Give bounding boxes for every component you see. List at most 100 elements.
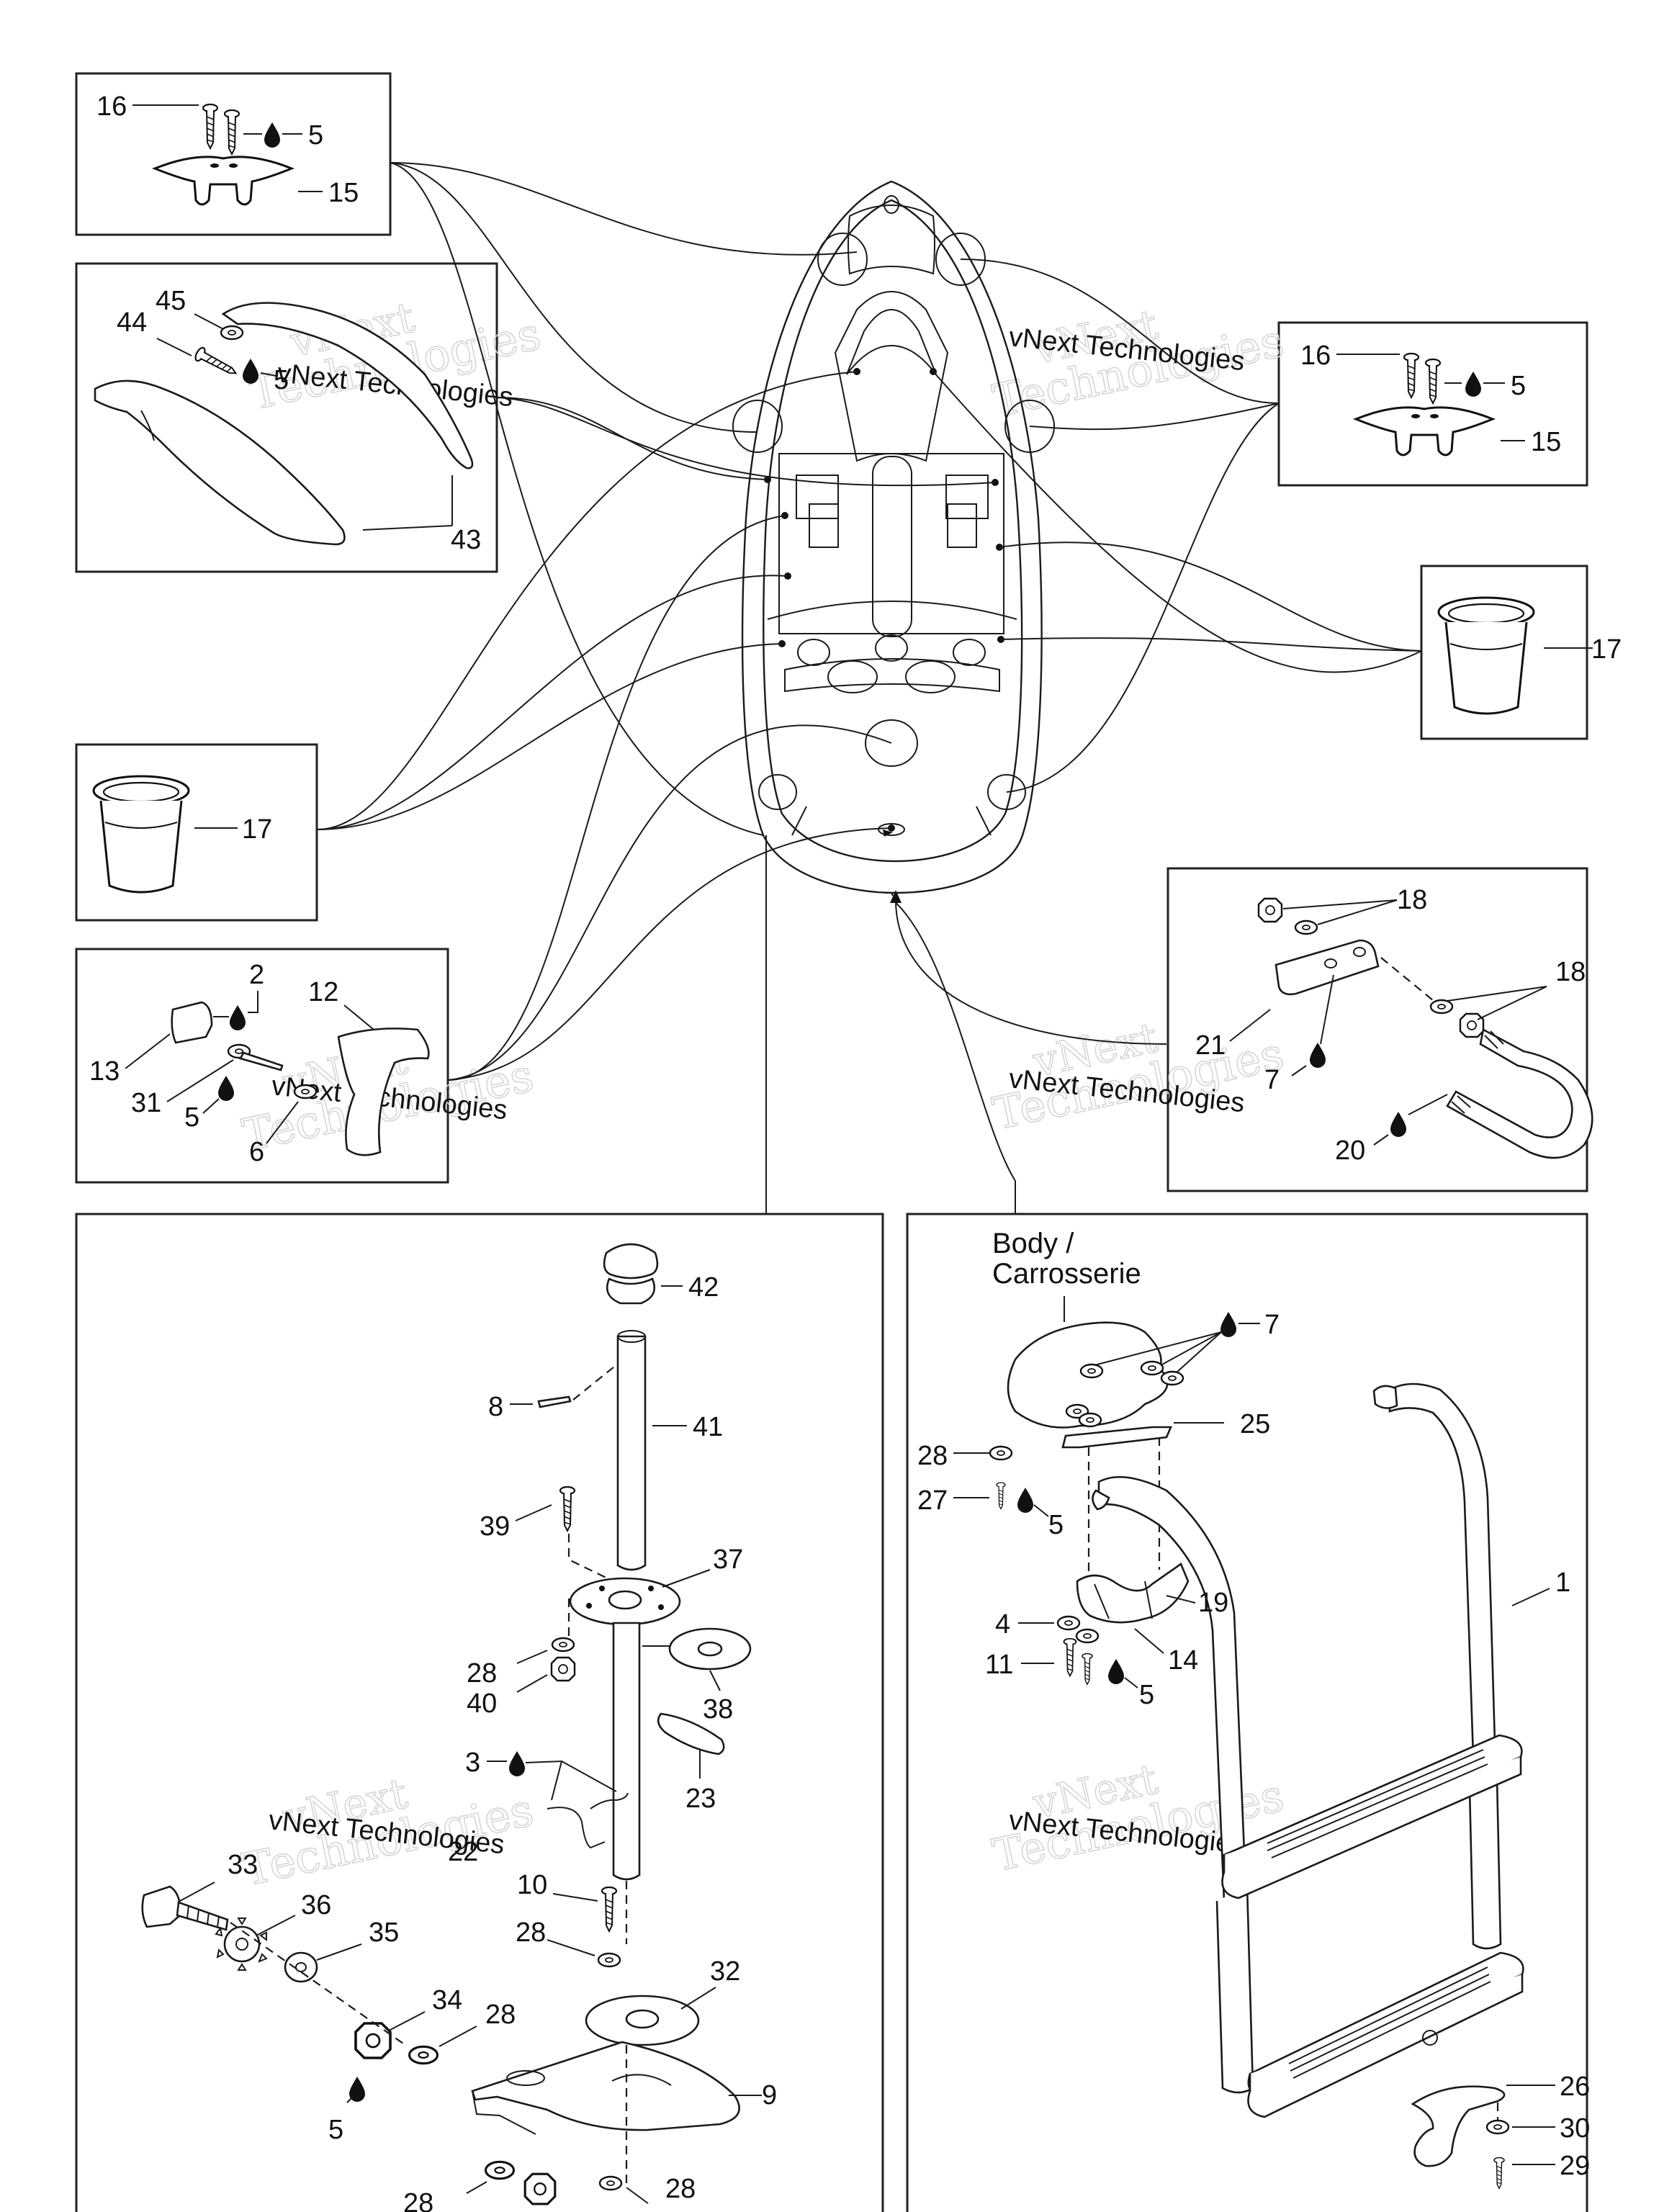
screw-16-b [223, 109, 240, 156]
box-ubolt [1166, 867, 1588, 1192]
callout-5: 5 [184, 1102, 199, 1133]
callout-45: 45 [156, 286, 186, 316]
oil-drop-icon [218, 1076, 234, 1101]
callout-35: 35 [369, 1917, 399, 1948]
callout-8: 8 [488, 1392, 503, 1422]
callout-1: 1 [1555, 1568, 1570, 1598]
callout-7: 7 [1264, 1310, 1280, 1340]
oil-drop-icon [1108, 1659, 1124, 1684]
callout-28: 28 [665, 2174, 696, 2204]
callout-11: 11 [985, 1650, 1013, 1680]
callout-2: 2 [249, 960, 264, 990]
washer-7b [1140, 1360, 1164, 1376]
screw-16-b [1424, 358, 1442, 405]
oil-drop-icon [1390, 1112, 1406, 1137]
screw-27 [996, 1482, 1006, 1510]
callout-44: 44 [117, 307, 147, 338]
cleat-15 [153, 156, 293, 206]
callout-16: 16 [1300, 341, 1331, 371]
callout-26: 26 [1560, 2072, 1590, 2102]
box-pylon [75, 1213, 884, 2212]
washer-28 [598, 2175, 623, 2191]
callout-25: 25 [1240, 1409, 1270, 1439]
callout-19: 19 [1198, 1588, 1228, 1618]
cleat-right-group: 16 5 15 [1300, 341, 1561, 457]
callout-17: 17 [242, 814, 272, 845]
box-grab-handle [75, 262, 498, 573]
callout-33: 33 [228, 1850, 258, 1880]
callout-42: 42 [688, 1272, 719, 1303]
callout-17: 17 [1591, 634, 1622, 665]
screw-29 [1493, 2157, 1505, 2189]
callout-5: 5 [1048, 1510, 1064, 1540]
callout-32: 32 [710, 1956, 740, 1987]
cupholder-left-group: 17 [92, 775, 272, 894]
callout-15: 15 [1531, 427, 1561, 457]
washer-28 [551, 1637, 575, 1653]
screw-10 [601, 1886, 618, 1933]
hull-top-view [732, 180, 1055, 894]
callout-22: 22 [448, 1837, 478, 1867]
callout-28: 28 [403, 2188, 433, 2212]
washer-28 [989, 1445, 1013, 1461]
oil-drop-icon [1310, 1043, 1326, 1068]
callout-28: 28 [917, 1441, 948, 1471]
callout-43: 43 [451, 525, 481, 555]
cleat-15 [1354, 406, 1494, 457]
oil-drop-icon [264, 122, 280, 148]
washer-6 [293, 1084, 318, 1100]
callout-14: 14 [1168, 1645, 1198, 1676]
cupholder-17 [1437, 596, 1535, 715]
screw-11b [1082, 1653, 1093, 1685]
washer-7c [1160, 1370, 1184, 1386]
box-cleat-left [75, 72, 392, 236]
screw-16-a [1403, 352, 1420, 399]
callout-13: 13 [89, 1056, 120, 1087]
box-cupholder-right [1420, 565, 1588, 740]
nut-18 [1257, 897, 1283, 923]
oil-drop-icon [230, 1005, 246, 1030]
oil-drop-icon [509, 1751, 525, 1776]
callout-6: 6 [249, 1137, 264, 1167]
body-caption-line2: Carrosserie [992, 1258, 1141, 1290]
cupholder-17 [92, 775, 190, 894]
grab-handle-group: 45 44 5 43 [94, 286, 481, 555]
callout-36: 36 [301, 1890, 331, 1920]
callout-28: 28 [485, 2000, 516, 2030]
callout-5: 5 [1139, 1680, 1154, 1710]
callout-34: 34 [432, 1985, 462, 2015]
callout-5: 5 [328, 2115, 343, 2145]
deck-fitting-group: 2 12 13 31 5 6 [89, 960, 430, 1167]
nut-40 [550, 1656, 576, 1682]
body-caption-line1: Body / [992, 1228, 1074, 1259]
callout-10: 10 [517, 1870, 547, 1900]
callout-9: 9 [762, 2080, 777, 2110]
washer-4b [1075, 1628, 1100, 1644]
nut-28 [523, 2172, 557, 2206]
callout-5: 5 [308, 120, 323, 150]
nut-18 [1459, 1012, 1485, 1038]
callout-31: 31 [131, 1088, 161, 1118]
callout-37: 37 [713, 1545, 743, 1575]
screw-11a [1063, 1637, 1077, 1677]
callout-5: 5 [1511, 371, 1526, 401]
callout-40: 40 [467, 1689, 497, 1719]
callout-21: 21 [1195, 1030, 1226, 1061]
washer-18 [1429, 999, 1454, 1015]
callout-28: 28 [516, 1917, 546, 1948]
washer-28 [408, 2045, 439, 2065]
washer-28 [597, 1952, 621, 1968]
screw-44 [192, 345, 240, 381]
cleat-left-group: 16 5 15 [96, 91, 359, 208]
washer-45 [220, 325, 244, 341]
callout-12: 12 [308, 977, 338, 1007]
callout-18: 18 [1397, 885, 1427, 915]
washer-7e [1078, 1412, 1102, 1428]
washer-4 [1056, 1615, 1081, 1631]
callout-20: 20 [1335, 1136, 1365, 1166]
cupholder-right-group: 17 [1437, 596, 1622, 715]
oil-drop-icon [1465, 372, 1481, 397]
washer-28 [484, 2160, 516, 2180]
pylon-group: 42 41 8 39 37 28 40 38 [141, 1243, 777, 2212]
